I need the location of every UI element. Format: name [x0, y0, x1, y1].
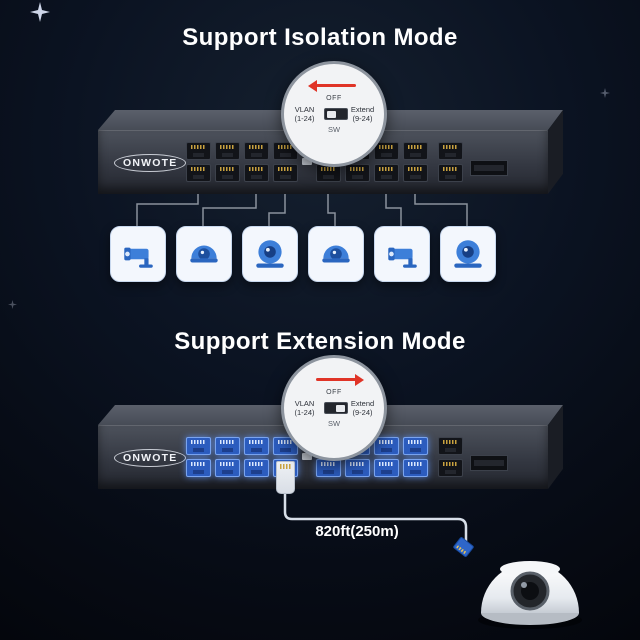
switch-side-panel: [548, 405, 563, 489]
sparkle-icon: [30, 2, 50, 22]
rj45-port: [244, 164, 269, 182]
rj45-port: [403, 437, 428, 455]
port-bank-left: [186, 142, 298, 182]
rj45-port: [345, 164, 370, 182]
sparkle-icon: [600, 88, 610, 98]
rj45-port: [244, 437, 269, 455]
rj45-port: [438, 142, 463, 160]
camera-ethernet-connector: [452, 536, 475, 558]
rj45-port: [215, 164, 240, 182]
rj45-port: [374, 459, 399, 477]
rj45-port: [273, 437, 298, 455]
rj45-port: [345, 459, 370, 477]
sparkle-icon: [8, 300, 17, 309]
rj45-port: [403, 459, 428, 477]
camera-tile: [440, 226, 496, 282]
camera-tile: [110, 226, 166, 282]
bullet-camera-icon: [124, 247, 153, 268]
sw-label: SW: [327, 125, 341, 134]
camera-tile: [242, 226, 298, 282]
extend-label-line2: (9-24): [352, 407, 373, 417]
dip-switch: [302, 158, 312, 165]
rj45-port: [403, 164, 428, 182]
rj45-port: [374, 437, 399, 455]
turret-camera-icon: [454, 240, 482, 268]
extend-label: Extend (9-24): [342, 105, 383, 123]
dome-camera-icon: [190, 245, 218, 263]
sw-label: SW: [327, 419, 341, 428]
sfp-slot: [470, 160, 508, 176]
camera-tile: [308, 226, 364, 282]
extension-mode-title: Support Extension Mode: [174, 328, 466, 355]
rj45-port: [273, 164, 298, 182]
rj45-port: [403, 142, 428, 160]
turret-camera-icon: [256, 240, 284, 268]
vlan-label: VLAN (1-24): [286, 105, 323, 123]
brand-logo: ONWOTE: [114, 154, 187, 172]
vlan-label: VLAN (1-24): [286, 399, 323, 417]
switch-side-panel: [548, 110, 563, 194]
bullet-camera-icon: [388, 247, 417, 268]
rj45-port: [316, 459, 341, 477]
rj45-port: [186, 142, 211, 160]
dip-off-label: OFF: [326, 95, 342, 102]
dip-switch: [302, 453, 312, 460]
dip-switch-zoomed: [324, 108, 348, 120]
white-dome-camera: [478, 561, 582, 629]
isolation-mode-title: Support Isolation Mode: [182, 24, 458, 51]
rj45-port: [215, 142, 240, 160]
red-arrow-right-icon: [316, 373, 364, 386]
uplink-ports: [438, 142, 463, 182]
vlan-label-line2: (1-24): [294, 407, 315, 417]
camera-tile: [374, 226, 430, 282]
rj45-port: [186, 437, 211, 455]
rj45-port: [186, 164, 211, 182]
rj45-port: [244, 459, 269, 477]
dip-knob: [336, 404, 345, 412]
dip-switch-callout-extension: OFF VLAN (1-24) Extend (9-24) SW: [281, 355, 387, 461]
rj45-port: [438, 459, 463, 477]
dip-off-label: OFF: [326, 389, 342, 396]
extend-label-line1: Extend: [350, 399, 375, 408]
rj45-port: [374, 142, 399, 160]
ethernet-connector: [276, 461, 295, 494]
uplink-ports: [438, 437, 463, 477]
rj45-port: [215, 437, 240, 455]
red-arrow-left-icon: [308, 79, 356, 92]
rj45-port: [215, 459, 240, 477]
rj45-port: [374, 164, 399, 182]
extend-label-line1: Extend: [350, 105, 375, 114]
dip-switch-callout-isolation: OFF VLAN (1-24) Extend (9-24) SW: [281, 61, 387, 167]
rj45-port: [438, 437, 463, 455]
dome-camera-icon: [322, 245, 350, 263]
extend-label: Extend (9-24): [342, 399, 383, 417]
vlan-label-line1: VLAN: [294, 105, 315, 114]
cable-distance-label: 820ft(250m): [315, 523, 399, 540]
rj45-port: [186, 459, 211, 477]
vlan-label-line2: (1-24): [294, 113, 315, 123]
vlan-label-line1: VLAN: [294, 399, 315, 408]
camera-tile: [176, 226, 232, 282]
sfp-slot: [470, 455, 508, 471]
dip-knob: [327, 110, 336, 118]
brand-logo: ONWOTE: [114, 449, 187, 467]
rj45-port: [438, 164, 463, 182]
extend-label-line2: (9-24): [352, 113, 373, 123]
dip-switch-zoomed: [324, 402, 348, 414]
rj45-port: [244, 142, 269, 160]
